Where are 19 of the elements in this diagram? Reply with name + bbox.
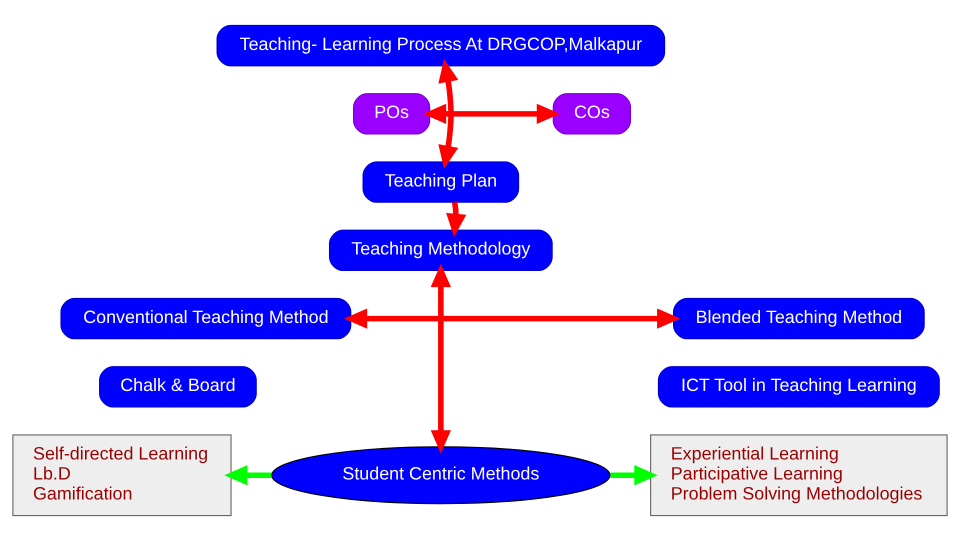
node-box: Chalk & Board <box>99 366 257 408</box>
arrow <box>430 263 451 453</box>
node-box: ICT Tool in Teaching Learning <box>658 366 940 408</box>
node-box: Conventional Teaching Method <box>60 297 352 339</box>
node-box: Self-directed Learning Lb.D Gamification <box>12 434 232 516</box>
node-box: Teaching Methodology <box>328 229 553 271</box>
arrow <box>344 308 680 328</box>
arrow <box>446 201 466 236</box>
arrow <box>224 464 272 485</box>
node-box: POs <box>353 92 430 134</box>
node-box: Teaching Plan <box>362 160 520 202</box>
node-box: Blended Teaching Method <box>673 297 925 339</box>
arrow <box>610 464 658 485</box>
arrow <box>438 58 458 168</box>
arrow <box>422 103 560 124</box>
node-box: Experiential Learning Participative Learning Problem Solving Methodologies <box>650 434 948 516</box>
node-ellipse: Student Centric Methods <box>271 446 610 504</box>
node-box: COs <box>552 92 632 134</box>
node-box: Teaching- Learning Process At DRGCOP,Malkapur <box>216 24 666 66</box>
